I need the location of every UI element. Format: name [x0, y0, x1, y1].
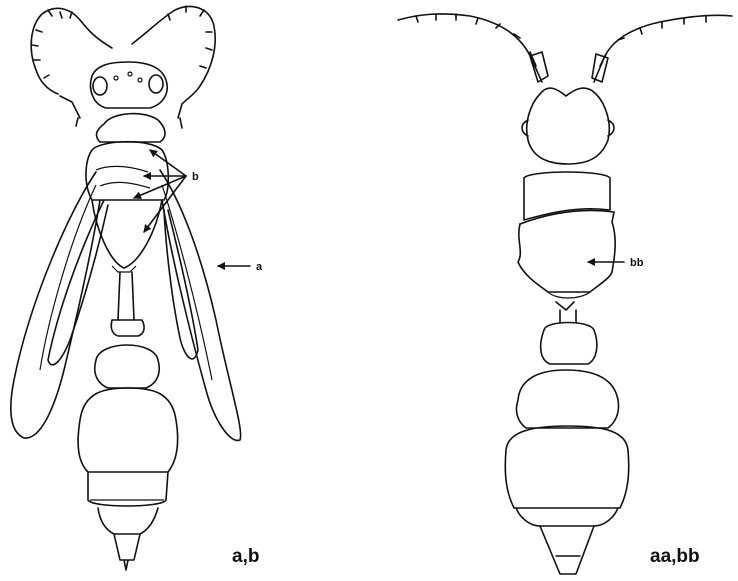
gaster-main [78, 388, 178, 472]
right-specimen-head [527, 88, 610, 164]
right-specimen-left-antenna [398, 14, 542, 82]
caption-right: aa,bb [650, 546, 700, 567]
metathorax [92, 200, 162, 268]
right-specimen-petiole [560, 310, 576, 322]
left-forewing [11, 172, 100, 438]
right-specimen-gaster-segment [516, 508, 618, 526]
pronotum [97, 114, 165, 142]
right-specimen-gaster-main [505, 426, 628, 508]
right-specimen-right-antenna [594, 15, 732, 82]
caption-left: a,b [232, 546, 259, 567]
head [91, 62, 168, 108]
gaster-segment-3 [88, 472, 168, 506]
winged-specimen-drawing [11, 6, 241, 570]
label-b: b [192, 171, 199, 183]
left-antenna [31, 8, 112, 118]
right-hindwing [164, 210, 198, 359]
right-specimen-gaster-front [516, 370, 618, 428]
left-hindwing [48, 200, 108, 365]
label-a: a [256, 261, 263, 273]
label-bb: bb [630, 257, 644, 269]
mesothorax [86, 142, 168, 200]
right-specimen-gaster-tip [540, 526, 594, 574]
right-forewing [160, 170, 241, 440]
gaster-segment-1 [95, 345, 160, 388]
wingless-specimen-drawing [398, 14, 732, 574]
gaster-segment-4 [98, 508, 158, 534]
petiole [118, 272, 134, 320]
callout-arrows-b [134, 150, 186, 232]
right-specimen-metathorax [518, 224, 612, 292]
gaster-tip [114, 534, 140, 570]
right-antenna [132, 7, 215, 118]
